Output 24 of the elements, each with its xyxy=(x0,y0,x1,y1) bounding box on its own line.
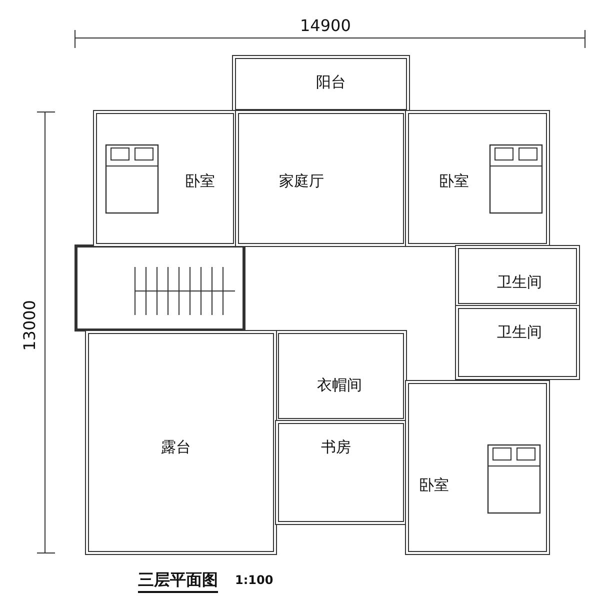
room-outline xyxy=(275,420,407,525)
room-outline xyxy=(405,110,550,247)
room-outline xyxy=(455,305,580,380)
room-outline xyxy=(93,110,237,247)
room-label: 衣帽间 xyxy=(317,376,362,395)
room-label: 卫生间 xyxy=(497,323,542,342)
room-label: 卧室 xyxy=(439,172,469,191)
dimension-text: 14900 xyxy=(300,16,351,35)
dimension-text: 13000 xyxy=(20,300,39,351)
room-outline xyxy=(275,330,407,422)
balcony-outline xyxy=(85,330,277,555)
room-label: 卫生间 xyxy=(497,273,542,292)
room-label: 阳台 xyxy=(316,73,346,92)
room-label: 卧室 xyxy=(185,172,215,191)
drawing-title: 三层平面图 xyxy=(138,570,218,593)
room-label: 露台 xyxy=(161,438,191,457)
room-outline xyxy=(235,110,407,247)
scale-note: 1:100 xyxy=(235,573,274,587)
room-label: 书房 xyxy=(321,438,351,457)
room-label: 家庭厅 xyxy=(279,172,324,191)
balcony-outline xyxy=(232,55,410,113)
room-outline xyxy=(455,245,580,307)
room-label: 卧室 xyxy=(419,476,449,495)
room-outline xyxy=(405,380,550,555)
